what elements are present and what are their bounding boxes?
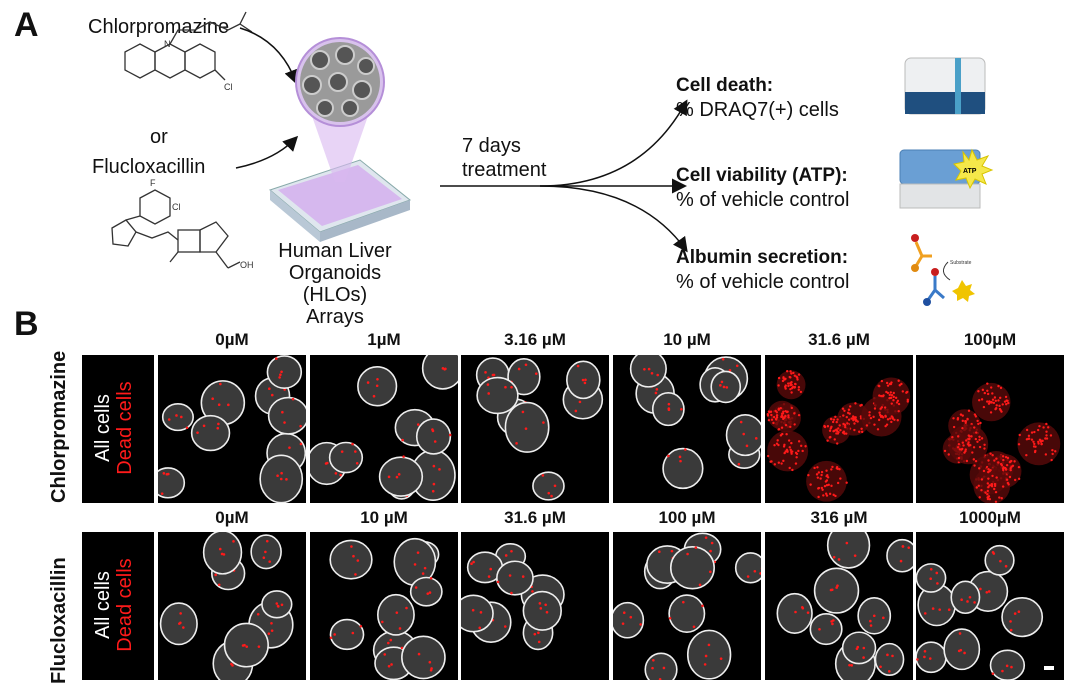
panel-b-label: B <box>14 305 39 343</box>
arrow-icon <box>235 135 299 169</box>
microscopy-image <box>613 355 761 503</box>
svg-text:ATP: ATP <box>963 168 977 175</box>
or-label: or <box>150 126 168 148</box>
readout-viability: Cell viability (ATP): % of vehicle contr… <box>676 164 849 212</box>
svg-text:Cl: Cl <box>172 202 181 212</box>
arrow-icon <box>539 99 688 187</box>
chlorpromazine-structure-icon <box>124 11 253 81</box>
concentration-label: 1µM <box>367 330 401 349</box>
microscopy-image <box>916 355 1064 503</box>
treatment-line-2: treatment <box>462 159 547 181</box>
imager-instrument-icon <box>904 57 986 115</box>
readout-title: Cell viability (ATP): <box>676 165 848 186</box>
readout-title: Cell death: <box>676 75 774 96</box>
scale-bar <box>1044 666 1054 670</box>
readout-title: Albumin secretion: <box>676 247 849 268</box>
svg-text:OH: OH <box>240 260 254 270</box>
elisa-antibody-icon <box>911 234 975 306</box>
concentration-label: 10 µM <box>663 330 711 349</box>
microscopy-image <box>158 355 306 503</box>
panel-a-label: A <box>14 6 39 44</box>
row-label-chlorpromazine: Chlorpromazine <box>48 350 70 503</box>
readout-albumin: Albumin secretion: % of vehicle control <box>676 246 849 294</box>
concentration-label: 1000µM <box>959 508 1021 527</box>
readout-sub: % of vehicle control <box>676 189 850 211</box>
drug1-label: Chlorpromazine <box>88 16 230 38</box>
microscopy-image <box>765 532 913 680</box>
hlo-line: Arrays <box>306 306 364 328</box>
concentration-label: 3.16 µM <box>504 330 566 349</box>
legend-all-cells: All cells <box>92 394 114 462</box>
plate-reader-icon: ATP <box>899 148 994 209</box>
row-label-flucloxacillin: Flucloxacillin <box>48 557 70 684</box>
arrow-icon <box>539 185 688 253</box>
microscopy-image <box>613 532 761 680</box>
hlo-label: Human Liver Organoids (HLOs) Arrays <box>255 240 415 328</box>
drug2-label: Flucloxacillin <box>92 156 206 178</box>
concentration-label: 0µM <box>215 330 249 349</box>
microscopy-image <box>310 532 458 680</box>
treatment-label: 7 days treatment <box>462 134 546 182</box>
svg-text:F: F <box>150 178 156 188</box>
microscopy-image <box>461 532 609 680</box>
svg-text:Substrate: Substrate <box>950 260 972 266</box>
readout-sub: % DRAQ7(+) cells <box>676 99 839 121</box>
microscopy-image <box>310 355 458 503</box>
concentration-label: 100 µM <box>658 508 716 527</box>
microscopy-image <box>765 355 913 503</box>
microscopy-image <box>461 355 609 503</box>
concentration-label: 10 µM <box>360 508 408 527</box>
readout-sub: % of vehicle control <box>676 271 850 293</box>
legend-all-cells: All cells <box>92 571 114 639</box>
microscopy-image <box>916 532 1064 680</box>
arrow-icon <box>239 27 299 85</box>
svg-text:N: N <box>164 39 171 49</box>
hlo-line: Human Liver <box>278 240 392 262</box>
concentration-label: 100µM <box>963 330 1017 349</box>
legend-dead-cells: Dead cells <box>114 558 136 652</box>
concentration-label: 316 µM <box>810 508 868 527</box>
hlo-line: Organoids (HLOs) <box>288 262 382 306</box>
concentration-label: 31.6 µM <box>808 330 870 349</box>
flucloxacillin-structure-icon <box>111 189 241 269</box>
treatment-line-1: 7 days <box>462 135 521 157</box>
svg-text:Cl: Cl <box>224 82 233 92</box>
panel-a-graphics: N Cl F Cl OH <box>111 11 994 306</box>
concentration-label: 0µM <box>215 508 249 527</box>
organoid-plate-icon <box>268 37 412 242</box>
concentration-label: 31.6 µM <box>504 508 566 527</box>
legend-dead-cells: Dead cells <box>114 381 136 475</box>
microscopy-image <box>158 532 306 680</box>
readout-cell-death: Cell death: % DRAQ7(+) cells <box>676 74 839 122</box>
